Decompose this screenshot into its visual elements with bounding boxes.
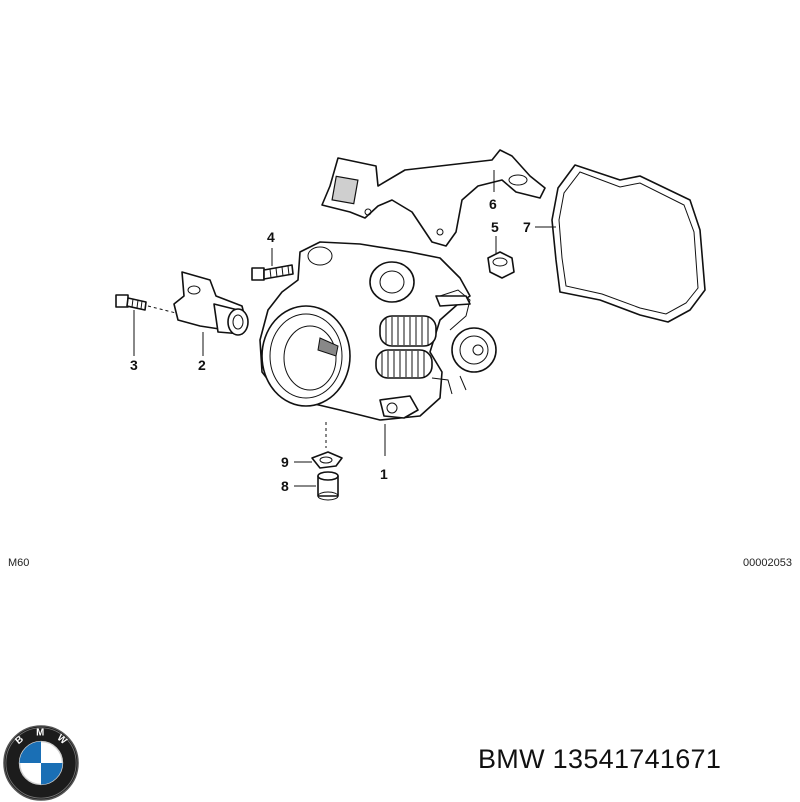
bracket-part [321, 149, 546, 247]
callout-9: 9 [281, 454, 289, 470]
clip-part [311, 451, 343, 469]
gasket-part [551, 164, 706, 323]
callout-8: 8 [281, 478, 289, 494]
screw-3-axis [147, 305, 177, 314]
callout-7: 7 [523, 219, 531, 235]
diagram-id: 00002053 [743, 557, 792, 569]
callout-4: 4 [267, 229, 275, 245]
nut-part [487, 251, 515, 279]
upper-spring [379, 315, 437, 347]
throttle-body-part [259, 241, 497, 421]
model-code: M60 [8, 557, 30, 569]
callout-1: 1 [380, 466, 388, 482]
lower-spring [375, 349, 433, 379]
logo-letter-m: M [36, 728, 44, 739]
callout-3: 3 [130, 357, 138, 373]
bushing-part [317, 471, 339, 501]
sensor-part [173, 271, 249, 336]
callout-6: 6 [489, 196, 497, 212]
callout-5: 5 [491, 219, 499, 235]
bmw-logo-icon: B M W [3, 725, 79, 801]
screw-part-3 [115, 294, 147, 311]
footer-part-title: BMW 13541741671 [478, 744, 722, 774]
callout-2: 2 [198, 357, 206, 373]
screw-part-4 [251, 264, 294, 281]
